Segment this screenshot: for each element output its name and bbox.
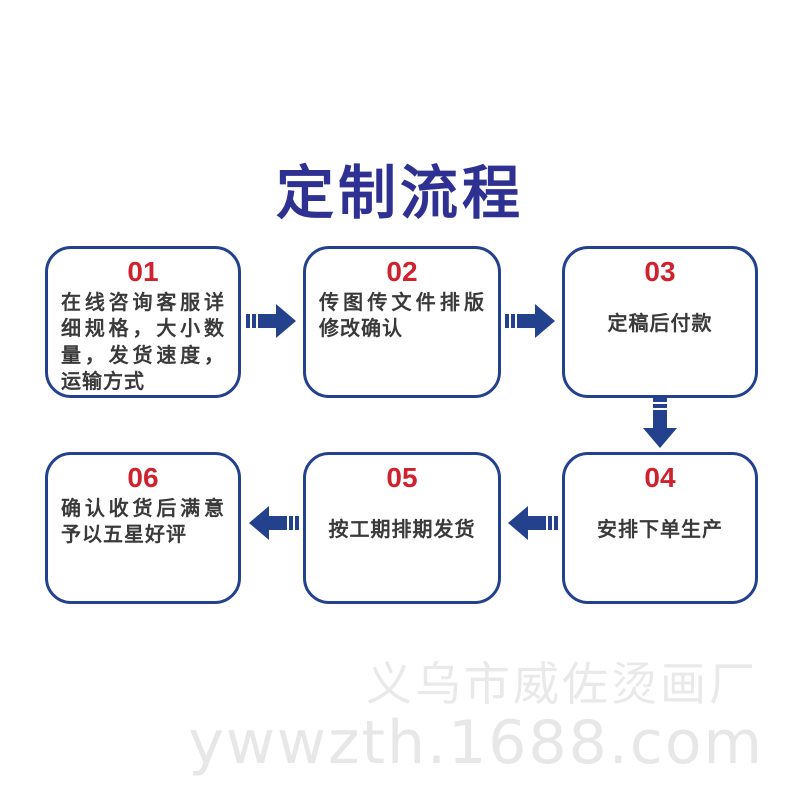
arrow-left-icon [506, 503, 558, 543]
watermark-url: ywwzth.1688.com [188, 708, 764, 778]
step-box-02: 02 传图传文件排版修改确认 [303, 246, 501, 398]
arrow-down-icon [638, 398, 682, 450]
step-number: 04 [644, 462, 676, 493]
arrow-right-icon [505, 301, 557, 341]
step-text: 在线咨询客服详细规格，大小数量，发货速度，运输方式 [61, 291, 225, 393]
step-text: 按工期排期发货 [328, 519, 476, 542]
arrow-left-icon [247, 503, 299, 543]
step-box-03: 03 定稿后付款 [562, 246, 758, 398]
step-number: 03 [644, 256, 676, 287]
step-box-04: 04 安排下单生产 [562, 452, 758, 604]
arrow-right-icon [246, 301, 298, 341]
step-text: 传图传文件排版修改确认 [319, 291, 485, 341]
step-number: 05 [386, 462, 418, 493]
step-box-01: 01 在线咨询客服详细规格，大小数量，发货速度，运输方式 [45, 246, 241, 398]
step-text: 确认收货后满意予以五星好评 [61, 497, 225, 547]
step-number: 01 [127, 256, 159, 287]
page-title: 定制流程 [275, 161, 524, 226]
step-box-05: 05 按工期排期发货 [303, 452, 501, 604]
step-number: 06 [127, 462, 159, 493]
step-text: 安排下单生产 [597, 519, 723, 542]
step-number: 02 [386, 256, 418, 287]
watermark-company-name: 义乌市威佐烫画厂 [366, 658, 758, 710]
step-text: 定稿后付款 [607, 313, 713, 336]
step-box-06: 06 确认收货后满意予以五星好评 [45, 452, 241, 604]
